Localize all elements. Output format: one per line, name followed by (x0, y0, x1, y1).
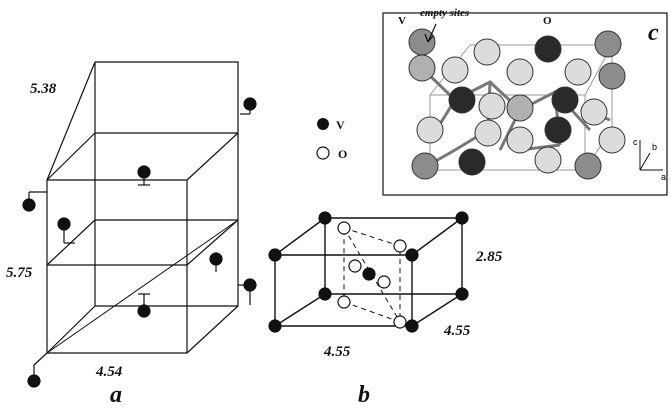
panel-a (46, 61, 239, 354)
panel-a-front-box (46, 179, 188, 354)
atom-light (598, 126, 626, 154)
v-atom (209, 252, 223, 266)
v-atom-center (362, 267, 376, 281)
axis-c-label: c (633, 137, 638, 147)
v-atom (22, 198, 36, 212)
panel-b-label: b (358, 382, 370, 408)
panel-a-dim-middle: 5.75 (6, 265, 33, 281)
atom-mid (598, 62, 626, 90)
atom-light (580, 98, 608, 126)
atom-light (441, 56, 469, 84)
atom-light (564, 58, 592, 86)
panel-b-dim-front: 4.55 (323, 344, 351, 360)
panel-a-dim-bottom: 4.54 (95, 364, 123, 380)
axis-b-label: b (652, 142, 657, 152)
panel-c-axes (639, 140, 663, 171)
v-atom (318, 211, 332, 225)
o-atom (337, 295, 351, 309)
v-atom (455, 287, 469, 301)
axis-a-label: a (661, 172, 666, 182)
o-atom (348, 259, 362, 273)
panel-b-dim-depth: 4.55 (443, 323, 471, 339)
atom-dark (534, 35, 562, 63)
panel-a-top-face (46, 61, 239, 181)
o-atom (337, 221, 351, 235)
panel-a-atoms (22, 97, 257, 388)
panel-b-legend: V O (316, 118, 347, 161)
v-atom (455, 211, 469, 225)
o-atom (377, 275, 391, 289)
v-atom (137, 304, 151, 318)
panel-c (382, 12, 668, 196)
v-atom (405, 319, 419, 333)
atom-light (416, 116, 444, 144)
atom-dark (458, 148, 486, 176)
atom-light (474, 119, 502, 147)
atom-dark (551, 86, 579, 114)
panel-c-o-label: O (543, 15, 552, 27)
atom-light (506, 58, 534, 86)
panel-b-dim-right: 2.85 (475, 249, 503, 265)
atom-mid (408, 28, 436, 56)
v-atom (268, 319, 282, 333)
legend-v-text: V (336, 118, 345, 132)
o-atom (393, 315, 407, 329)
panel-b-atoms (268, 211, 469, 333)
atom-mid (594, 30, 622, 58)
atom-mid (411, 152, 439, 180)
v-atom (268, 248, 282, 262)
panel-a-label: a (110, 382, 122, 408)
atom-light (534, 146, 562, 174)
panel-b-front-face (274, 254, 413, 327)
atom-mid (574, 152, 602, 180)
atom-dark (544, 116, 572, 144)
v-atom (318, 287, 332, 301)
legend-filled-symbol (317, 118, 329, 130)
panel-c-v-label: V (398, 15, 406, 27)
panel-c-empty-sites-label: empty sites (420, 7, 469, 19)
v-atom (243, 278, 257, 292)
panel-c-label: c (648, 20, 659, 46)
panel-b-edges (274, 217, 463, 327)
panel-a-diagonal (46, 219, 239, 354)
atom-dark (448, 86, 476, 114)
atom-light (478, 92, 506, 120)
atom-mid (506, 94, 534, 122)
atom-mid (408, 54, 436, 82)
empty-sites-arrow (424, 23, 437, 43)
v-atom (57, 217, 71, 231)
v-atom (137, 165, 151, 179)
v-atom (27, 374, 41, 388)
legend-open-symbol (316, 146, 330, 160)
v-atom (405, 248, 419, 262)
o-atom (393, 239, 407, 253)
legend-o-text: O (338, 147, 347, 161)
atom-light (473, 38, 501, 66)
atom-light (506, 126, 534, 154)
panel-a-dim-top: 5.38 (30, 81, 57, 97)
v-atom (243, 97, 257, 111)
